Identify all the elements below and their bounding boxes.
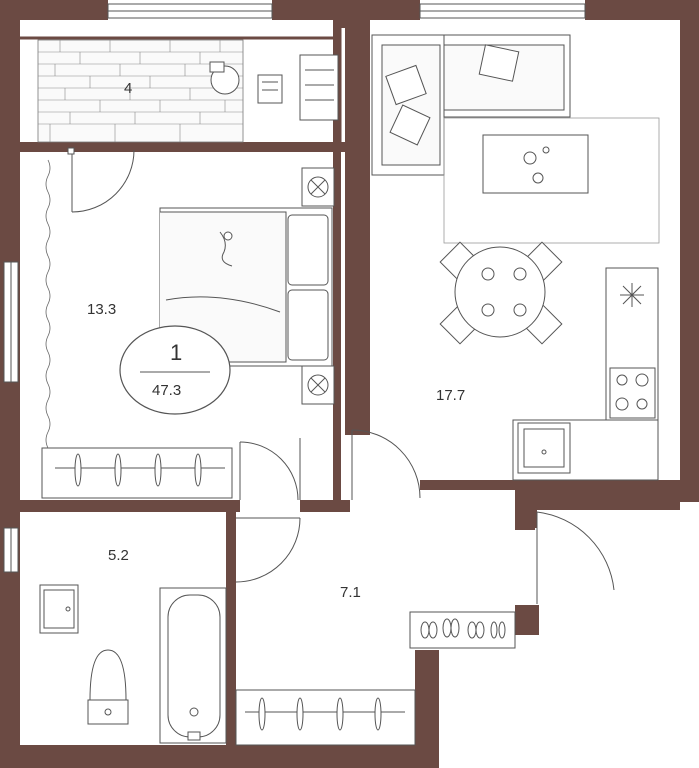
stove-icon <box>609 367 656 419</box>
hallway-area-label: 7.1 <box>340 584 361 601</box>
dining-table-icon <box>439 241 563 345</box>
coffee-table-icon <box>482 134 589 194</box>
sink-icon <box>39 584 79 634</box>
shoe-rack-icon <box>409 611 516 649</box>
door-icon <box>239 429 615 604</box>
sofa-icon <box>371 34 571 176</box>
wardrobe-icon <box>41 447 233 499</box>
rug <box>443 117 660 244</box>
balcony-deck <box>37 39 244 143</box>
sink-icon <box>517 422 571 474</box>
door-icon <box>67 147 135 213</box>
fridge <box>620 283 644 307</box>
balcony-planks <box>38 40 243 142</box>
bed-icon <box>159 207 333 367</box>
apartment-badge <box>119 325 231 415</box>
curtain <box>45 159 51 449</box>
desk-icon <box>209 54 339 121</box>
kitchen-living-area-label: 17.7 <box>436 387 466 404</box>
wardrobe-icon <box>235 689 416 746</box>
bathroom-area-label: 5.2 <box>108 547 129 564</box>
balcony-frame <box>20 20 342 150</box>
window-icon <box>3 3 586 573</box>
toilet-icon <box>87 649 129 725</box>
bathtub-icon <box>159 587 227 744</box>
bedroom-area-label: 13.3 <box>87 301 117 318</box>
rooms-count: 1 <box>170 340 183 365</box>
balcony-area-label: 4 <box>124 80 133 97</box>
nightstand-icon <box>301 167 335 405</box>
door-icon <box>235 517 301 583</box>
total-area: 47.3 <box>152 382 182 399</box>
